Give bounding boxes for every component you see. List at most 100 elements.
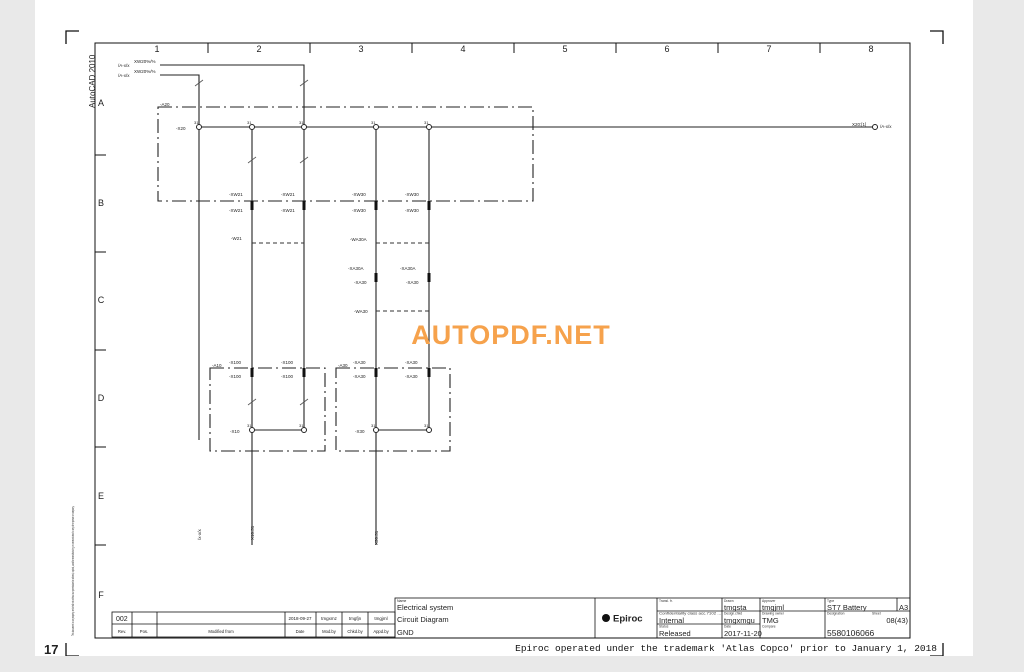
connector-label: -XW30 (405, 192, 419, 197)
terminal-label: -X10 (230, 429, 240, 434)
name-label: Name (397, 599, 406, 603)
row-label: F (98, 590, 104, 600)
drawn-by: tmgsta (724, 603, 747, 612)
connector-label: -X100 (281, 374, 294, 379)
pin-label: 31 (371, 423, 376, 428)
watermark: AUTOPDF.NET (411, 320, 611, 350)
bottom-reference[interactable]: /x-x/x (197, 529, 202, 540)
epiroc-logo-icon: Epiroc (602, 614, 643, 625)
reference-arrow[interactable]: /A-x/x (880, 124, 892, 129)
revision-date: 2018-09-27 (288, 616, 312, 621)
pin-label: 31 (424, 120, 429, 125)
connector-label: -XW21 (281, 192, 295, 197)
name-line: GND (397, 628, 414, 637)
pin-label: 31 (247, 120, 252, 125)
software-label: AutoCAD 2010 (88, 54, 97, 108)
connector-label: -XW30 (352, 192, 366, 197)
bottom-reference[interactable]: X10:31 (250, 525, 255, 540)
column-label: 4 (460, 44, 465, 54)
connector-label: -XW30 (352, 208, 366, 213)
reference-arrow[interactable]: /A-x/x (118, 73, 130, 78)
column-dividers (95, 43, 821, 546)
box-label: -A30 (338, 363, 348, 368)
transl-label: Transl. fr. (659, 599, 673, 603)
connector-label: -XA30 (354, 280, 367, 285)
row-label: A (98, 98, 104, 108)
owner-label: Drawing owner (762, 612, 785, 616)
approver-label: Approver (762, 599, 776, 603)
header-chkd-by: Chkd.by (347, 629, 363, 634)
document-date: 2017-11-20 (724, 629, 762, 638)
confidentiality: Internal (659, 616, 684, 625)
reference-label: XW20%/% (134, 69, 156, 74)
document-number: 5580106066 (827, 628, 875, 638)
terminals (196, 124, 878, 433)
reference-label: XW20%/% (134, 59, 156, 64)
page-number: 17 (44, 642, 59, 657)
conf-label: Confidentiality class acc.7102 ... (659, 612, 721, 616)
sheet-number: 08(43) (886, 616, 908, 625)
title-block-lines (111, 597, 911, 639)
disclaimer: This document is our property and shall … (70, 506, 75, 636)
column-label: 3 (358, 44, 363, 54)
approver: tmgjml (762, 603, 784, 612)
reference-arrow[interactable]: /A-x/x (118, 63, 130, 68)
column-label: 8 (868, 44, 873, 54)
connector-label: -X100 (229, 374, 242, 379)
bottom-reference[interactable]: X30:31 (374, 530, 379, 545)
pin-label: 31 (299, 423, 304, 428)
checked-by: tmgfjn (349, 616, 362, 621)
svg-text:Epiroc: Epiroc (613, 614, 643, 625)
connector-label: -XA30A (400, 266, 416, 271)
pin-label: 31 (371, 120, 376, 125)
crop-marks (65, 30, 944, 656)
approved-by: tmgjml (374, 616, 387, 621)
connector-label: -XW21 (281, 208, 295, 213)
connector-label: -XA30 (353, 360, 366, 365)
cable-shields (252, 242, 429, 312)
wires (160, 64, 875, 545)
designation-label: Designation (827, 612, 845, 616)
cable-label: -WA30A (350, 237, 367, 242)
sheet-label: Sheet (872, 612, 881, 616)
row-label: B (98, 198, 104, 208)
connector-label: -XA30A (348, 266, 364, 271)
modified-by: tmgxmz (321, 616, 338, 621)
header-pos: Pos. (140, 629, 148, 634)
column-label: 5 (562, 44, 567, 54)
document-page: 1 2 3 4 5 6 7 8 A B C D E F AutoCAD 2010… (35, 0, 973, 656)
component-boxes (157, 106, 534, 452)
design-label: Design.chkd (724, 612, 742, 616)
terminal-label: -X30 (355, 429, 365, 434)
status-label: Status (659, 625, 669, 629)
terminal-label: -X20 (176, 126, 186, 131)
pin-label: 31 (247, 423, 252, 428)
paper-size: A3 (899, 603, 908, 612)
connector-label: -XW30 (405, 208, 419, 213)
type: ST7 Battery (827, 603, 867, 612)
pin-label: 31 (299, 120, 304, 125)
connector-label: -X100 (229, 360, 242, 365)
box-label: -A10 (212, 363, 222, 368)
cable-label: -W21 (231, 236, 242, 241)
column-label: 1 (154, 44, 159, 54)
header-mod-by: Mod.by (322, 629, 337, 634)
connector-label: -XW21 (229, 192, 243, 197)
pin-label: 31 (194, 120, 199, 125)
header-date: Date (296, 629, 306, 634)
connector-label: -XA30 (405, 360, 418, 365)
connector-label: -XA30 (405, 374, 418, 379)
column-label: 7 (766, 44, 771, 54)
column-label: 2 (256, 44, 261, 54)
date-label: Date (724, 625, 731, 629)
name-line: Electrical system (397, 603, 453, 612)
row-label: D (98, 393, 105, 403)
header-appd-by: Appd.by (373, 629, 389, 634)
revision: 002 (116, 616, 128, 623)
row-label: E (98, 491, 104, 501)
terminal-label: X20:[1] (852, 122, 866, 127)
drawn-label: Drawn (724, 599, 734, 603)
design-checked-by: tmgxmgu (724, 616, 755, 625)
connector-label: -XA30 (406, 280, 419, 285)
box-label: -A20 (160, 102, 170, 107)
